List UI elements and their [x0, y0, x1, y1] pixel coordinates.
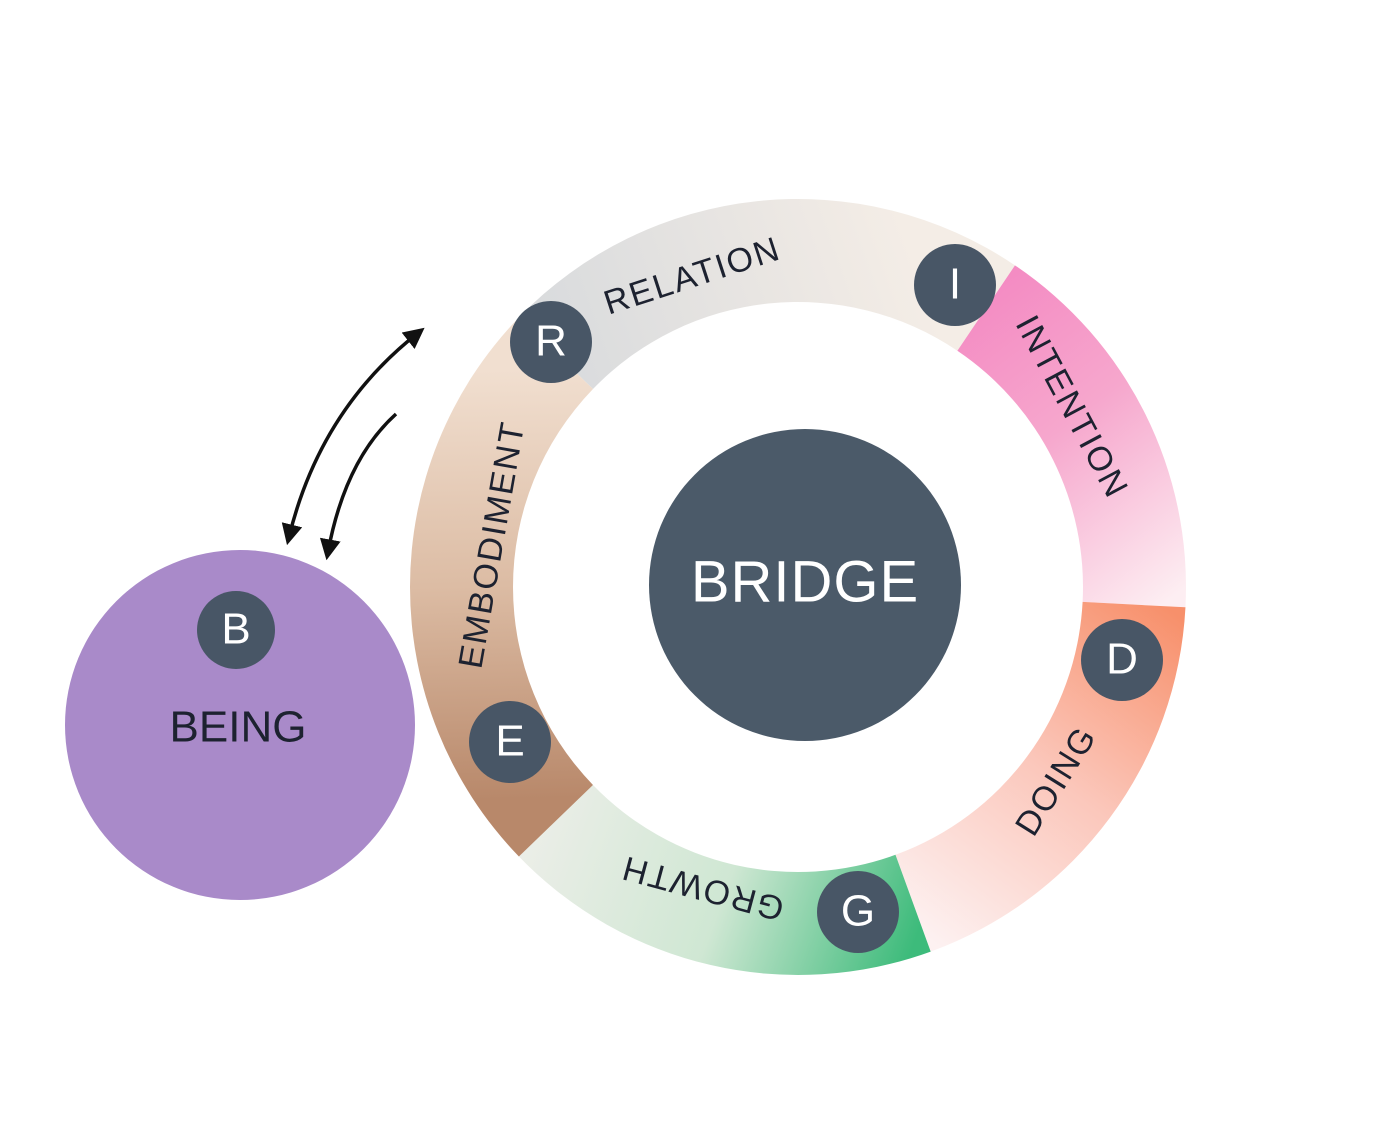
badge-letter-i: I: [949, 260, 961, 309]
badge-embodiment: E: [469, 701, 551, 783]
badge-growth: G: [817, 871, 899, 953]
segment-relation: [518, 199, 1015, 390]
segment-embodiment: [409, 317, 593, 857]
exchange-arrows: [281, 327, 425, 561]
badge-letter-b: B: [221, 605, 250, 654]
being-label: BEING: [170, 703, 307, 752]
badge-intention: I: [914, 244, 996, 326]
center-label: BRIDGE: [691, 549, 919, 614]
badge-letter-r: R: [535, 317, 567, 366]
badge-letter-g: G: [841, 887, 875, 936]
arrow-outer: [281, 327, 425, 546]
being-circle: [65, 550, 415, 900]
badge-letter-d: D: [1106, 635, 1138, 684]
arrow-inner: [319, 412, 398, 561]
badge-being: [197, 591, 275, 669]
being-node: B BEING: [65, 550, 415, 900]
center-node: BRIDGE: [649, 429, 961, 741]
badge-doing: D: [1081, 619, 1163, 701]
segment-intention: [957, 265, 1186, 608]
badge-relation: R: [510, 301, 592, 383]
center-circle: [649, 429, 961, 741]
badge-letter-e: E: [495, 717, 524, 766]
